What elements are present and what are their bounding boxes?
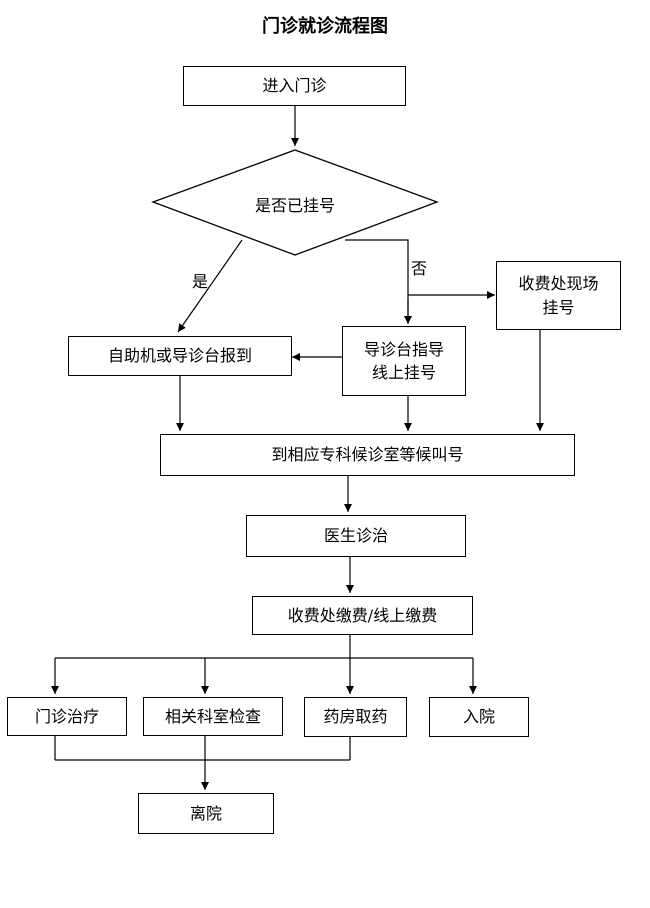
node-pharmacy: 药房取药	[304, 697, 407, 737]
node-cashier-register: 收费处现场 挂号	[496, 261, 621, 330]
node-doctor: 医生诊治	[246, 515, 466, 557]
node-wait-label: 到相应专科候诊室等候叫号	[271, 445, 464, 465]
page-title: 门诊就诊流程图	[262, 16, 388, 37]
node-admit: 入院	[429, 697, 529, 737]
node-guide-line1: 导诊台指导	[363, 339, 444, 359]
node-exam-label: 相关科室检查	[164, 706, 261, 726]
node-wait: 到相应专科候诊室等候叫号	[160, 434, 575, 476]
node-cashier-line2: 挂号	[542, 297, 575, 317]
node-guide-online: 导诊台指导 线上挂号	[342, 326, 466, 396]
node-payment: 收费处缴费/线上缴费	[252, 596, 473, 635]
node-self-checkin: 自助机或导诊台报到	[68, 336, 292, 376]
node-enter-label: 进入门诊	[262, 76, 327, 96]
node-guide-line2: 线上挂号	[371, 363, 436, 382]
node-cashier-line1: 收费处现场	[518, 274, 599, 294]
edge-label-no: 否	[411, 259, 428, 278]
node-leave: 离院	[138, 793, 274, 834]
node-self-checkin-label: 自助机或导诊台报到	[107, 346, 252, 366]
node-treatment: 门诊治疗	[7, 697, 127, 736]
node-admit-label: 入院	[462, 707, 495, 727]
decision-label: 是否已挂号	[254, 196, 335, 215]
arrow-yes-to-self-checkin	[177, 239, 243, 333]
line-no-branch	[345, 239, 409, 322]
node-treatment-label: 门诊治疗	[34, 706, 99, 726]
node-exam: 相关科室检查	[143, 697, 283, 736]
decision-diamond	[151, 149, 439, 256]
node-enter: 进入门诊	[183, 66, 406, 106]
node-leave-label: 离院	[189, 803, 222, 823]
node-payment-label: 收费处缴费/线上缴费	[287, 605, 438, 625]
edge-label-yes: 是	[192, 272, 209, 291]
node-pharmacy-label: 药房取药	[323, 707, 388, 727]
node-doctor-label: 医生诊治	[323, 526, 388, 546]
